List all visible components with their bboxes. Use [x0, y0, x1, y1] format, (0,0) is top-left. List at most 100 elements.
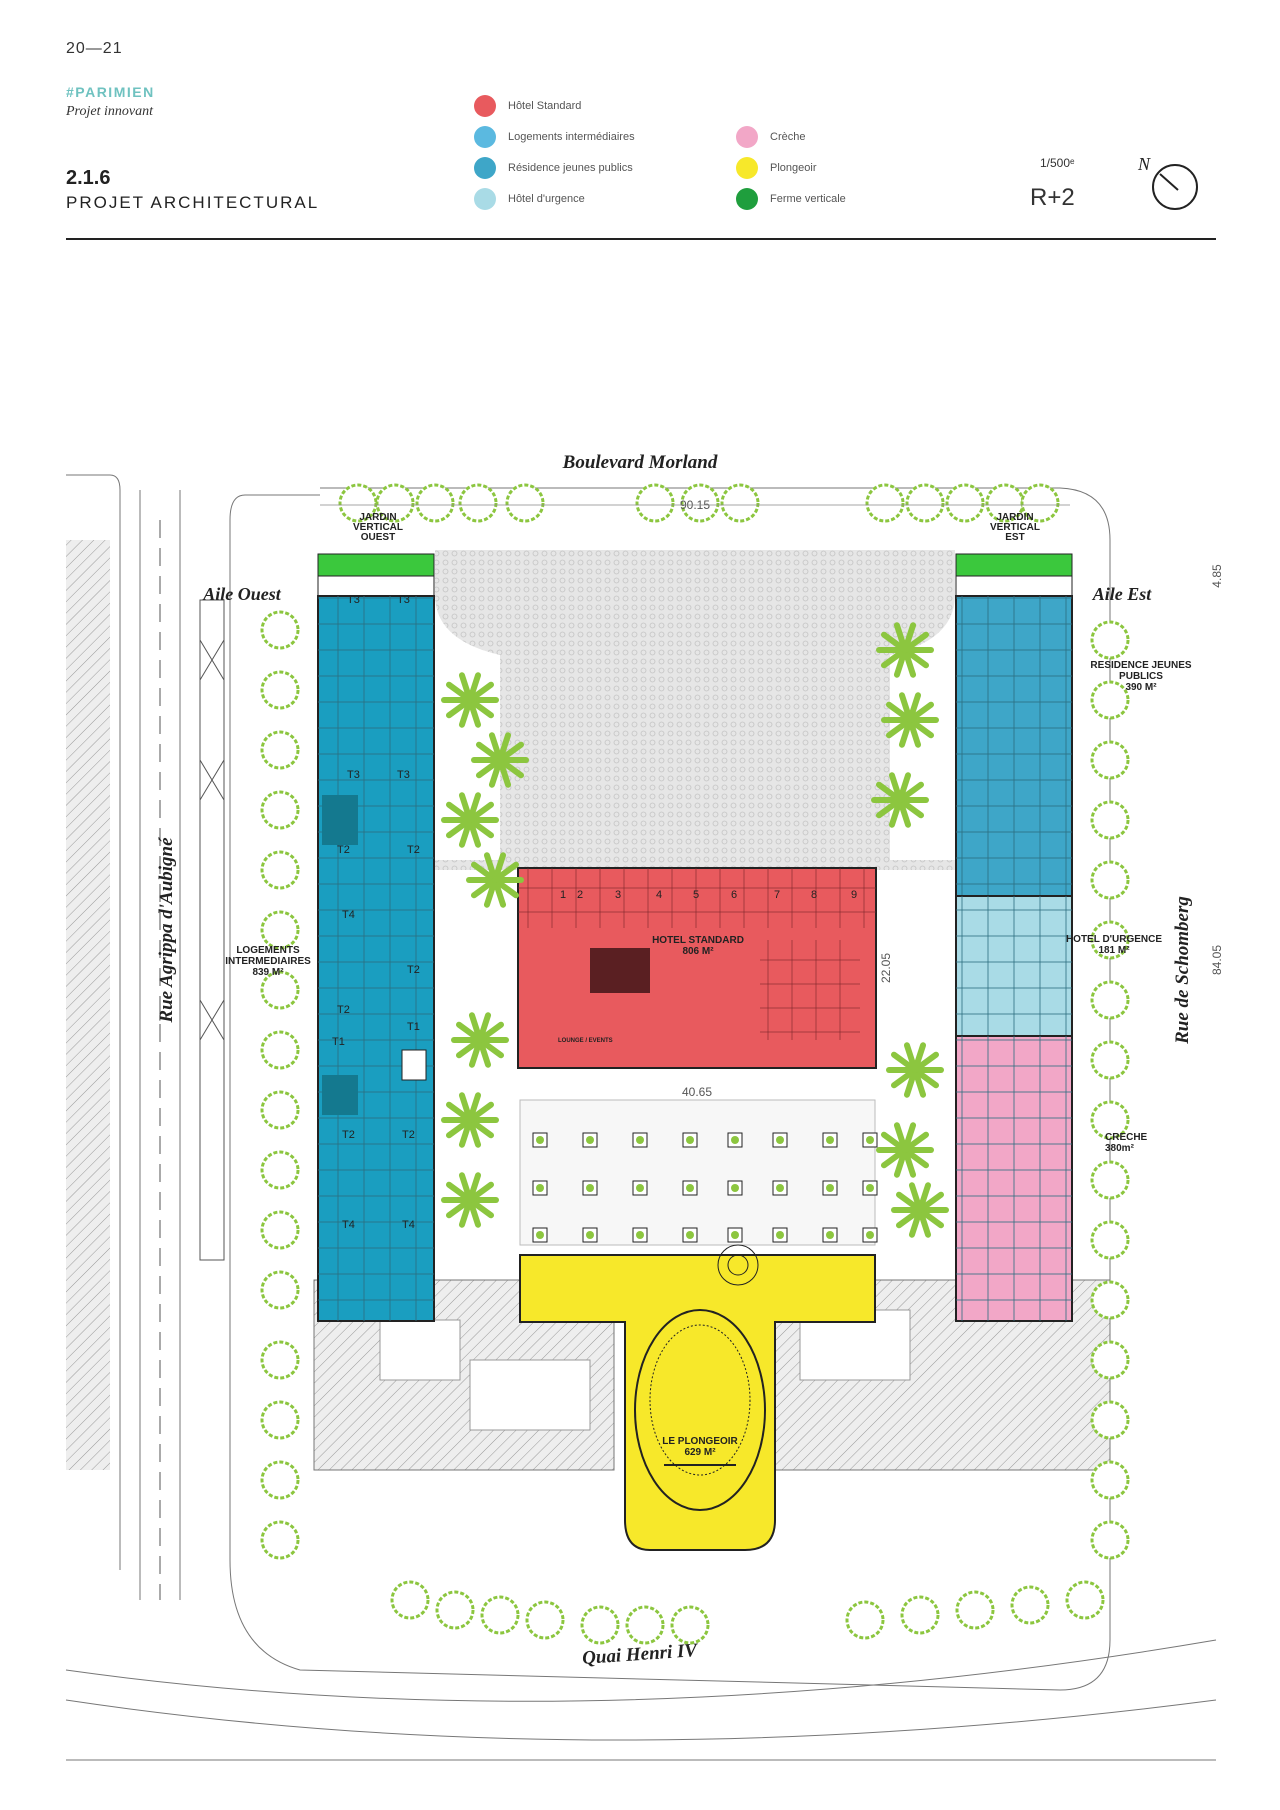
- room-number: 7: [774, 889, 780, 901]
- tree-icon: [260, 970, 300, 1010]
- tree-icon: [635, 483, 675, 523]
- palm-icon: [881, 692, 939, 748]
- wing-west-label: Aile Ouest: [202, 584, 282, 604]
- section-number: 2.1.6: [66, 167, 111, 189]
- tree-icon: [260, 1030, 300, 1070]
- planter-shrub: [686, 1136, 694, 1144]
- tree-icon: [260, 610, 300, 650]
- tree-icon: [1090, 920, 1130, 960]
- planter-shrub: [866, 1136, 874, 1144]
- hotel-urgence-label: HOTEL D'URGENCE 181 M²: [1066, 934, 1162, 956]
- palm-icon: [871, 772, 929, 828]
- level-label: R+2: [1030, 184, 1075, 211]
- tree-icon: [260, 1400, 300, 1440]
- palm-icon: [876, 622, 934, 678]
- room-number: 6: [731, 889, 737, 901]
- planter-shrub: [586, 1136, 594, 1144]
- planter-shrub: [826, 1231, 834, 1239]
- label-line: INTERMEDIAIRES: [225, 956, 311, 967]
- tree-icon: [260, 730, 300, 770]
- residence-label: RESIDENCE JEUNES PUBLICS 390 M²: [1090, 660, 1191, 693]
- unit-label: T2: [407, 844, 420, 856]
- tree-icon: [1090, 1220, 1130, 1260]
- label-line: CRECHE: [1105, 1132, 1148, 1143]
- tree-icon: [1090, 740, 1130, 780]
- unit-label: T3: [397, 594, 410, 606]
- garden-east-label: JARDIN VERTICAL EST: [990, 512, 1040, 543]
- project-tag: #PARIMIEN: [66, 84, 155, 100]
- room-number: 2: [577, 889, 583, 901]
- planter-shrub: [826, 1184, 834, 1192]
- north-arrow-icon: [1152, 164, 1198, 210]
- legend-swatch: [474, 188, 496, 210]
- tree-icon: [525, 1600, 565, 1640]
- label-line: HOTEL D'URGENCE: [1066, 934, 1162, 945]
- east-wing: [955, 553, 1073, 1322]
- palm-icon: [466, 852, 524, 908]
- planter-shrub: [536, 1136, 544, 1144]
- unit-label: T2: [337, 1004, 350, 1016]
- tree-icon: [1090, 680, 1130, 720]
- palm-icon: [471, 732, 529, 788]
- label-line: LE PLONGEOIR: [662, 1436, 738, 1447]
- tree-icon: [1090, 620, 1130, 660]
- room-number: 9: [851, 889, 857, 901]
- label-line: 629 M²: [684, 1447, 716, 1458]
- street-lines: [65, 474, 1217, 1761]
- plongeoir-block: [519, 1244, 876, 1551]
- planter-shrub: [826, 1136, 834, 1144]
- legend-label: Crèche: [770, 131, 806, 143]
- tree-icon: [260, 850, 300, 890]
- street-north: Boulevard Morland: [562, 452, 718, 473]
- planter-shrub: [731, 1231, 739, 1239]
- tree-icon: [1090, 1460, 1130, 1500]
- legend-item-hotel-urgence: Hôtel d'urgence: [474, 188, 585, 210]
- trees: [260, 483, 1130, 1645]
- west-wing: [317, 553, 435, 1322]
- tree-icon: [580, 1605, 620, 1645]
- dimension-right-total: 84.05: [1210, 945, 1224, 975]
- unit-label: T2: [337, 844, 350, 856]
- legend-item-ferme: Ferme verticale: [736, 188, 846, 210]
- tree-icon: [1010, 1585, 1050, 1625]
- label-line: 380m²: [1105, 1143, 1135, 1154]
- planter-shrub: [776, 1136, 784, 1144]
- unit-label: T4: [342, 909, 355, 921]
- room-number: 8: [811, 889, 817, 901]
- tree-icon: [1090, 1040, 1130, 1080]
- unit-label: T4: [342, 1219, 355, 1231]
- palm-icon: [886, 1042, 944, 1098]
- planter-shrub: [686, 1184, 694, 1192]
- planter-shrub: [686, 1231, 694, 1239]
- wing-east-label: Aile Est: [1092, 584, 1153, 604]
- garden-label-line: VERTICAL: [990, 522, 1040, 533]
- tree-icon: [1090, 1280, 1130, 1320]
- tree-icon: [260, 670, 300, 710]
- tree-icon: [260, 1090, 300, 1130]
- legend-label: Plongeoir: [770, 162, 817, 174]
- label-line: 181 M²: [1098, 945, 1130, 956]
- tree-icon: [1090, 1340, 1130, 1380]
- tree-icon: [260, 1270, 300, 1310]
- legend-swatch: [736, 188, 758, 210]
- tree-icon: [260, 910, 300, 950]
- unit-label: T3: [347, 769, 360, 781]
- legend-swatch: [474, 126, 496, 148]
- garden-label-line: VERTICAL: [353, 522, 403, 533]
- street-east: Rue de Schomberg: [1172, 896, 1193, 1045]
- tree-icon: [260, 1150, 300, 1190]
- legend-label: Logements intermédiaires: [508, 131, 635, 143]
- planter-shrub: [776, 1184, 784, 1192]
- tree-icon: [1090, 1400, 1130, 1440]
- room-number: 5: [693, 889, 699, 901]
- label-line: RESIDENCE JEUNES: [1090, 660, 1191, 671]
- legend-swatch: [474, 95, 496, 117]
- garden-west-label: JARDIN VERTICAL OUEST: [353, 512, 403, 543]
- hotel-standard-block: [517, 867, 877, 1069]
- creche-label: CRECHE 380m²: [1105, 1132, 1148, 1154]
- tree-icon: [1020, 483, 1060, 523]
- tree-icon: [625, 1605, 665, 1645]
- section-title: PROJET ARCHITECTURAL: [66, 193, 320, 212]
- label-line: PUBLICS: [1119, 671, 1163, 682]
